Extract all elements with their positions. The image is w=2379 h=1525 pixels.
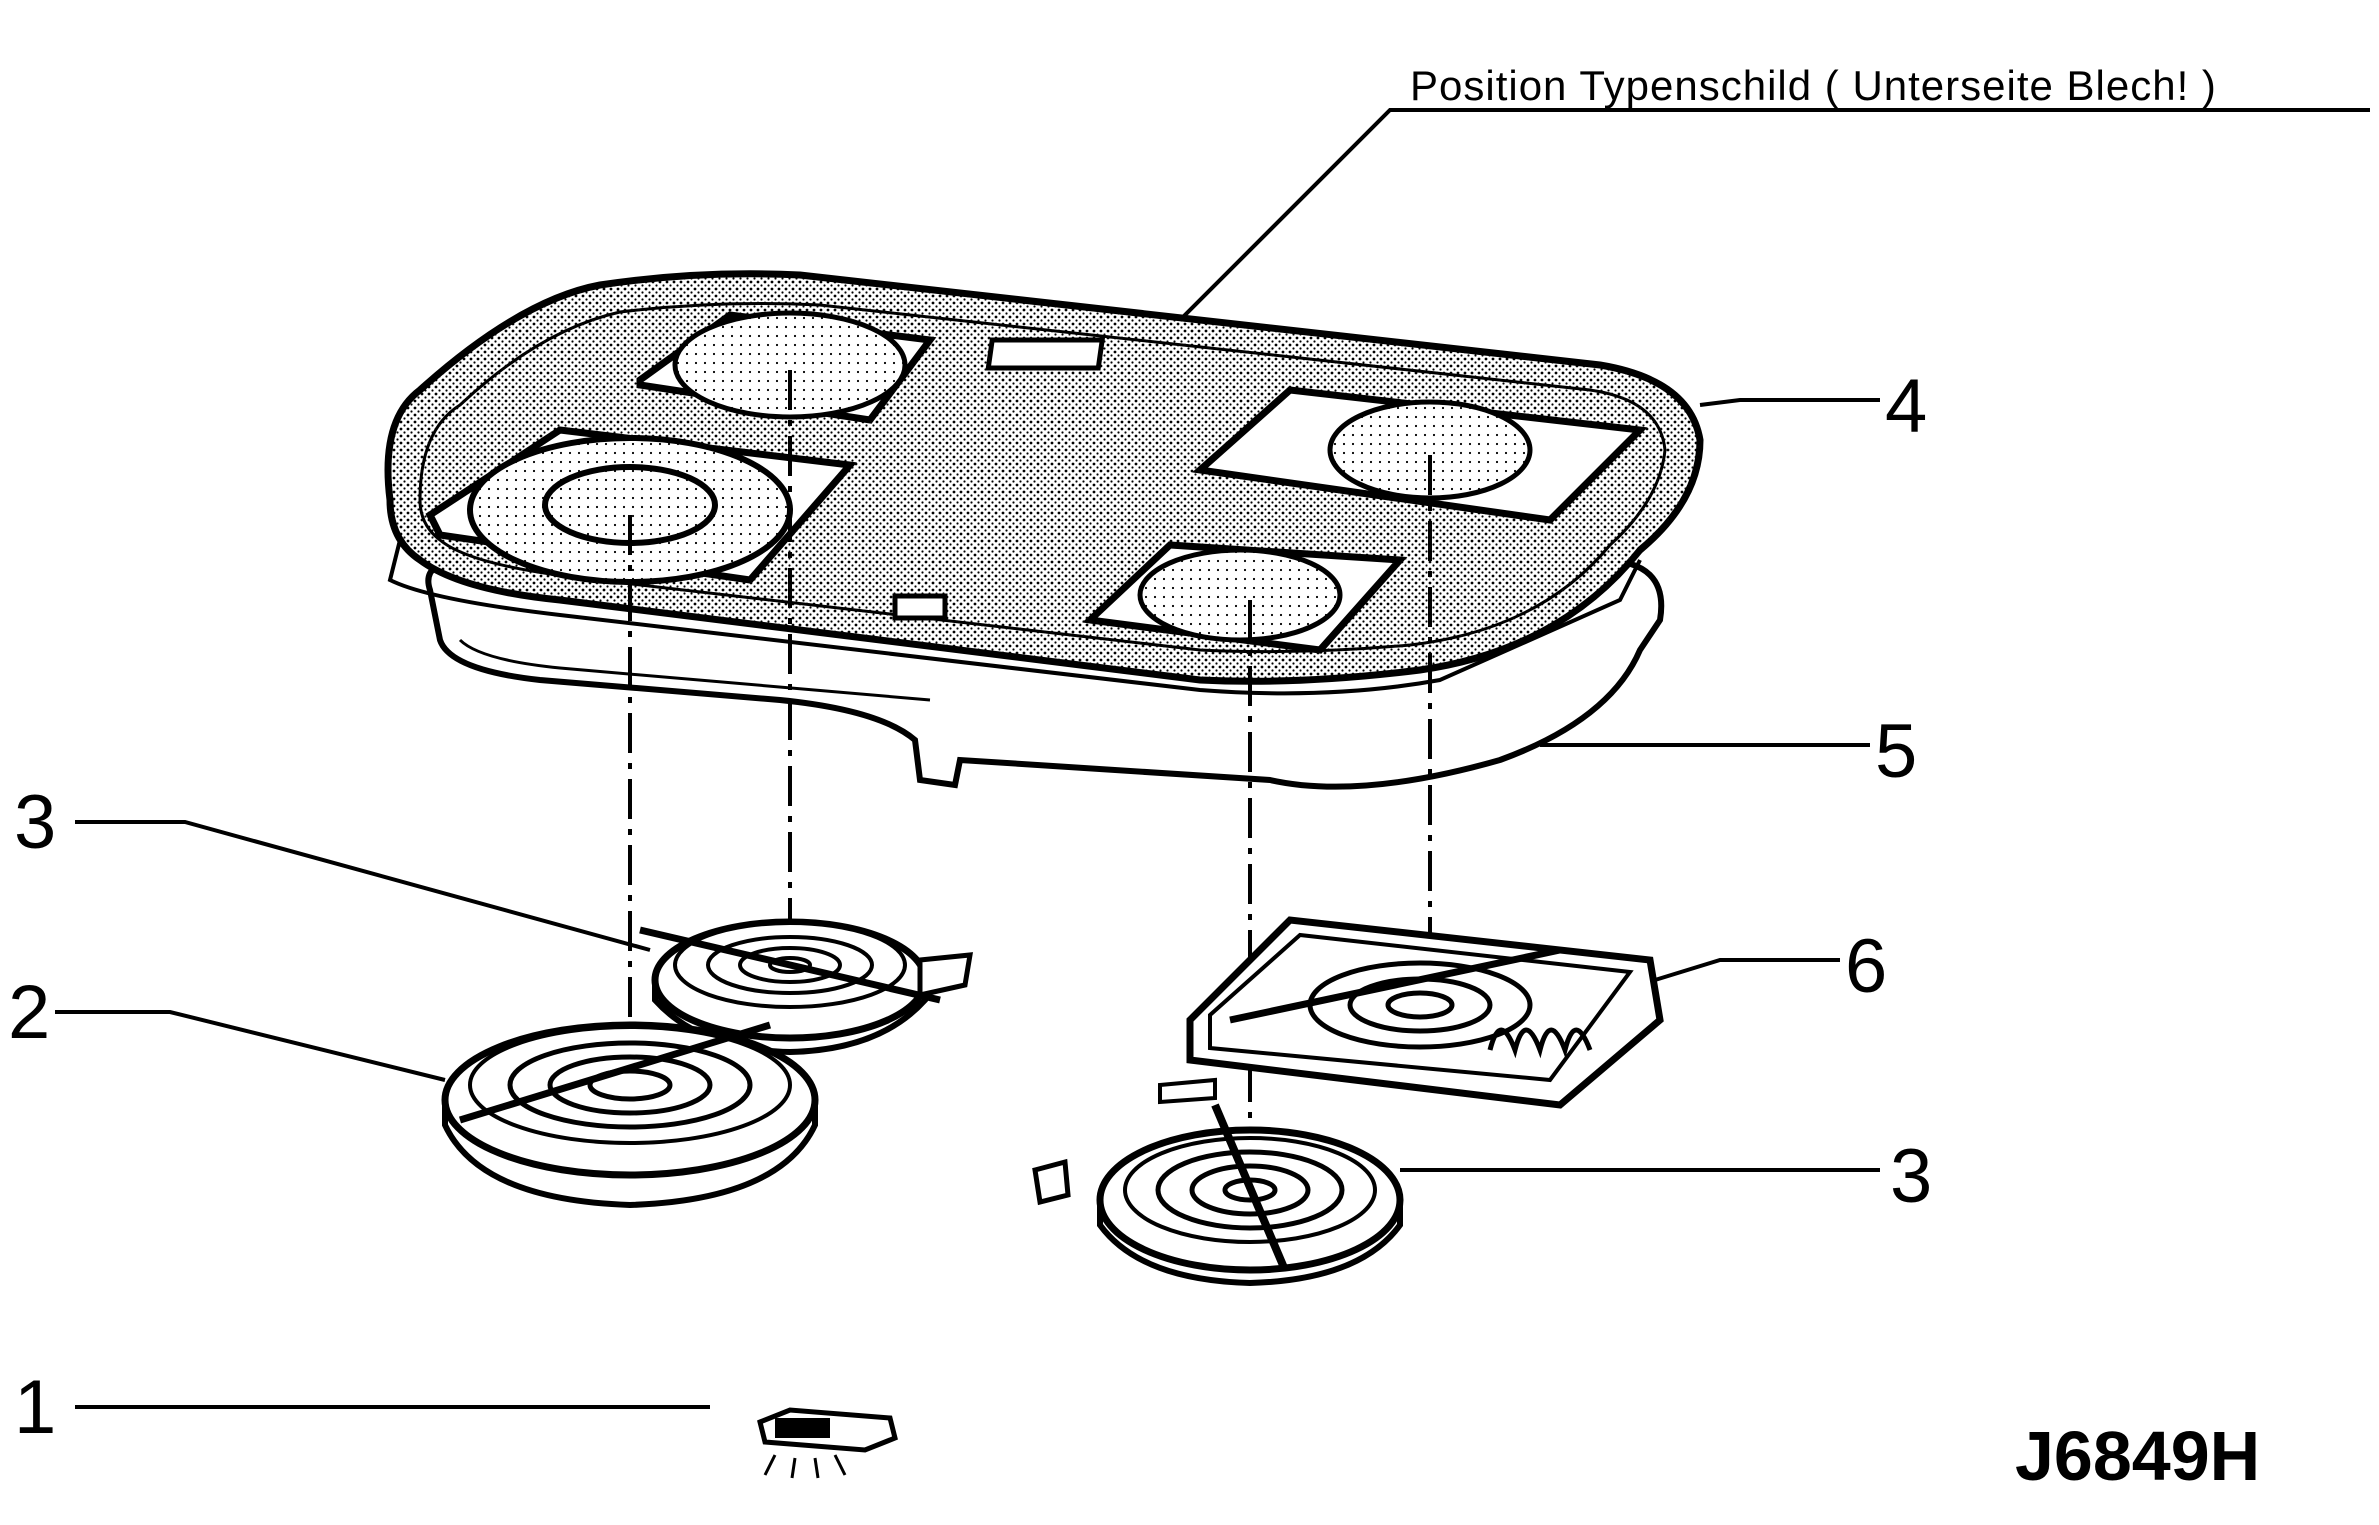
radiant-heater-front-left [441,1021,819,1209]
callout-6: 6 [1845,924,1887,1009]
callout-3-left: 3 [14,780,56,865]
radiant-heater-rear-left [639,918,974,1056]
callout-1: 1 [14,1365,56,1450]
cooking-zone-back-right [1192,386,1648,524]
callout-3-right: 3 [1890,1134,1932,1219]
rating-plate [985,337,1106,371]
indicator-window [892,593,948,621]
glass-ceramic-top [384,270,1704,696]
rating-plate-caption: Position Typenschild ( Unterseite Blech!… [1410,62,2217,109]
cooking-zone-front-right [1082,541,1408,654]
callout-leaders [55,398,1880,1409]
callout-2: 2 [8,970,50,1055]
drawing-code: J6849H [2015,1417,2260,1495]
callout-5: 5 [1875,709,1917,794]
radiant-heater-front-right [1032,1077,1404,1287]
rating-plate-leader [1138,108,2370,362]
radiant-heater-rear-right [1186,916,1664,1109]
callout-4: 4 [1885,364,1927,449]
small-component [757,1407,898,1479]
cooking-zone-back-left [636,310,937,424]
alignment-axes [628,370,1432,1200]
cooking-zone-front-left [425,426,857,585]
